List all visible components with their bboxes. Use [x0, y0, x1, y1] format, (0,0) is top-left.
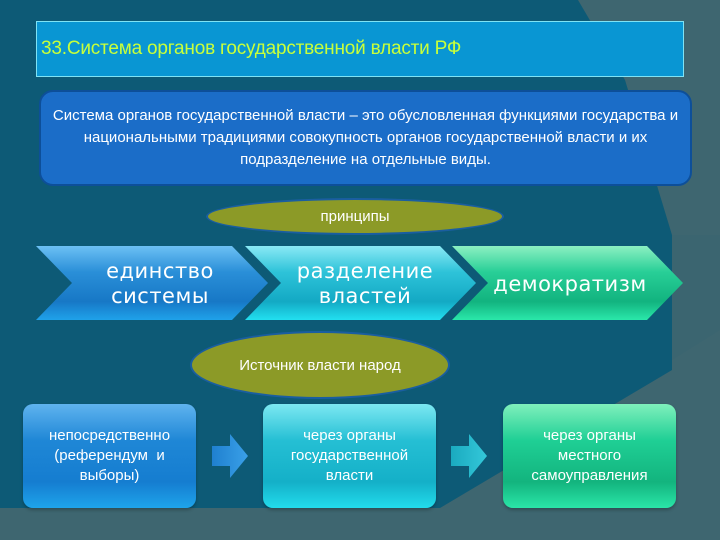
form-local-line1: через органы — [543, 427, 636, 444]
principle-separation-label: разделение властей — [285, 259, 445, 309]
definition-text: Система органов государственной власти –… — [52, 107, 679, 168]
form-direct-line1: непосредственно — [48, 427, 171, 444]
form-state-line3: власти — [325, 467, 374, 484]
slide-title-box: 33.Система органов государственной власт… — [36, 21, 684, 77]
principles-label: принципы — [320, 208, 390, 225]
definition-box: Система органов государственной власти –… — [39, 90, 692, 186]
form-local-line3: самоуправления — [531, 467, 648, 484]
form-state-line2: государственной — [290, 447, 409, 464]
slide-title: 33.Система органов государственной власт… — [41, 38, 462, 59]
principle-separation-line2: властей — [318, 284, 412, 308]
principle-unity-line1: единство — [106, 259, 214, 283]
chevron-democratism — [452, 246, 683, 320]
source-of-power-label: Источник власти народ — [239, 356, 401, 374]
principle-unity-line2: системы — [111, 284, 209, 308]
principles-ellipse: принципы — [206, 198, 504, 235]
form-local-self-government-box: через органы местного самоуправления — [503, 404, 676, 508]
principle-unity-label: единство системы — [80, 259, 240, 309]
principle-democratism-label: демократизм — [480, 272, 660, 297]
arrow-right-icon — [212, 434, 248, 478]
chevron-separation — [245, 246, 476, 320]
principle-separation-line1: разделение — [296, 259, 434, 283]
principle-democratism-line1: демократизм — [493, 272, 647, 296]
form-direct-line2: (референдум и — [54, 447, 165, 464]
chevron-unity — [36, 246, 268, 320]
source-of-power-ellipse: Источник власти народ — [190, 331, 450, 399]
form-state-bodies-box: через органы государственной власти — [263, 404, 436, 508]
form-state-line1: через органы — [303, 427, 396, 444]
form-local-line2: местного — [557, 447, 622, 464]
form-direct-box: непосредственно (референдум и выборы) — [23, 404, 196, 508]
arrow-right-icon — [451, 434, 487, 478]
form-direct-line3: выборы) — [79, 467, 140, 484]
